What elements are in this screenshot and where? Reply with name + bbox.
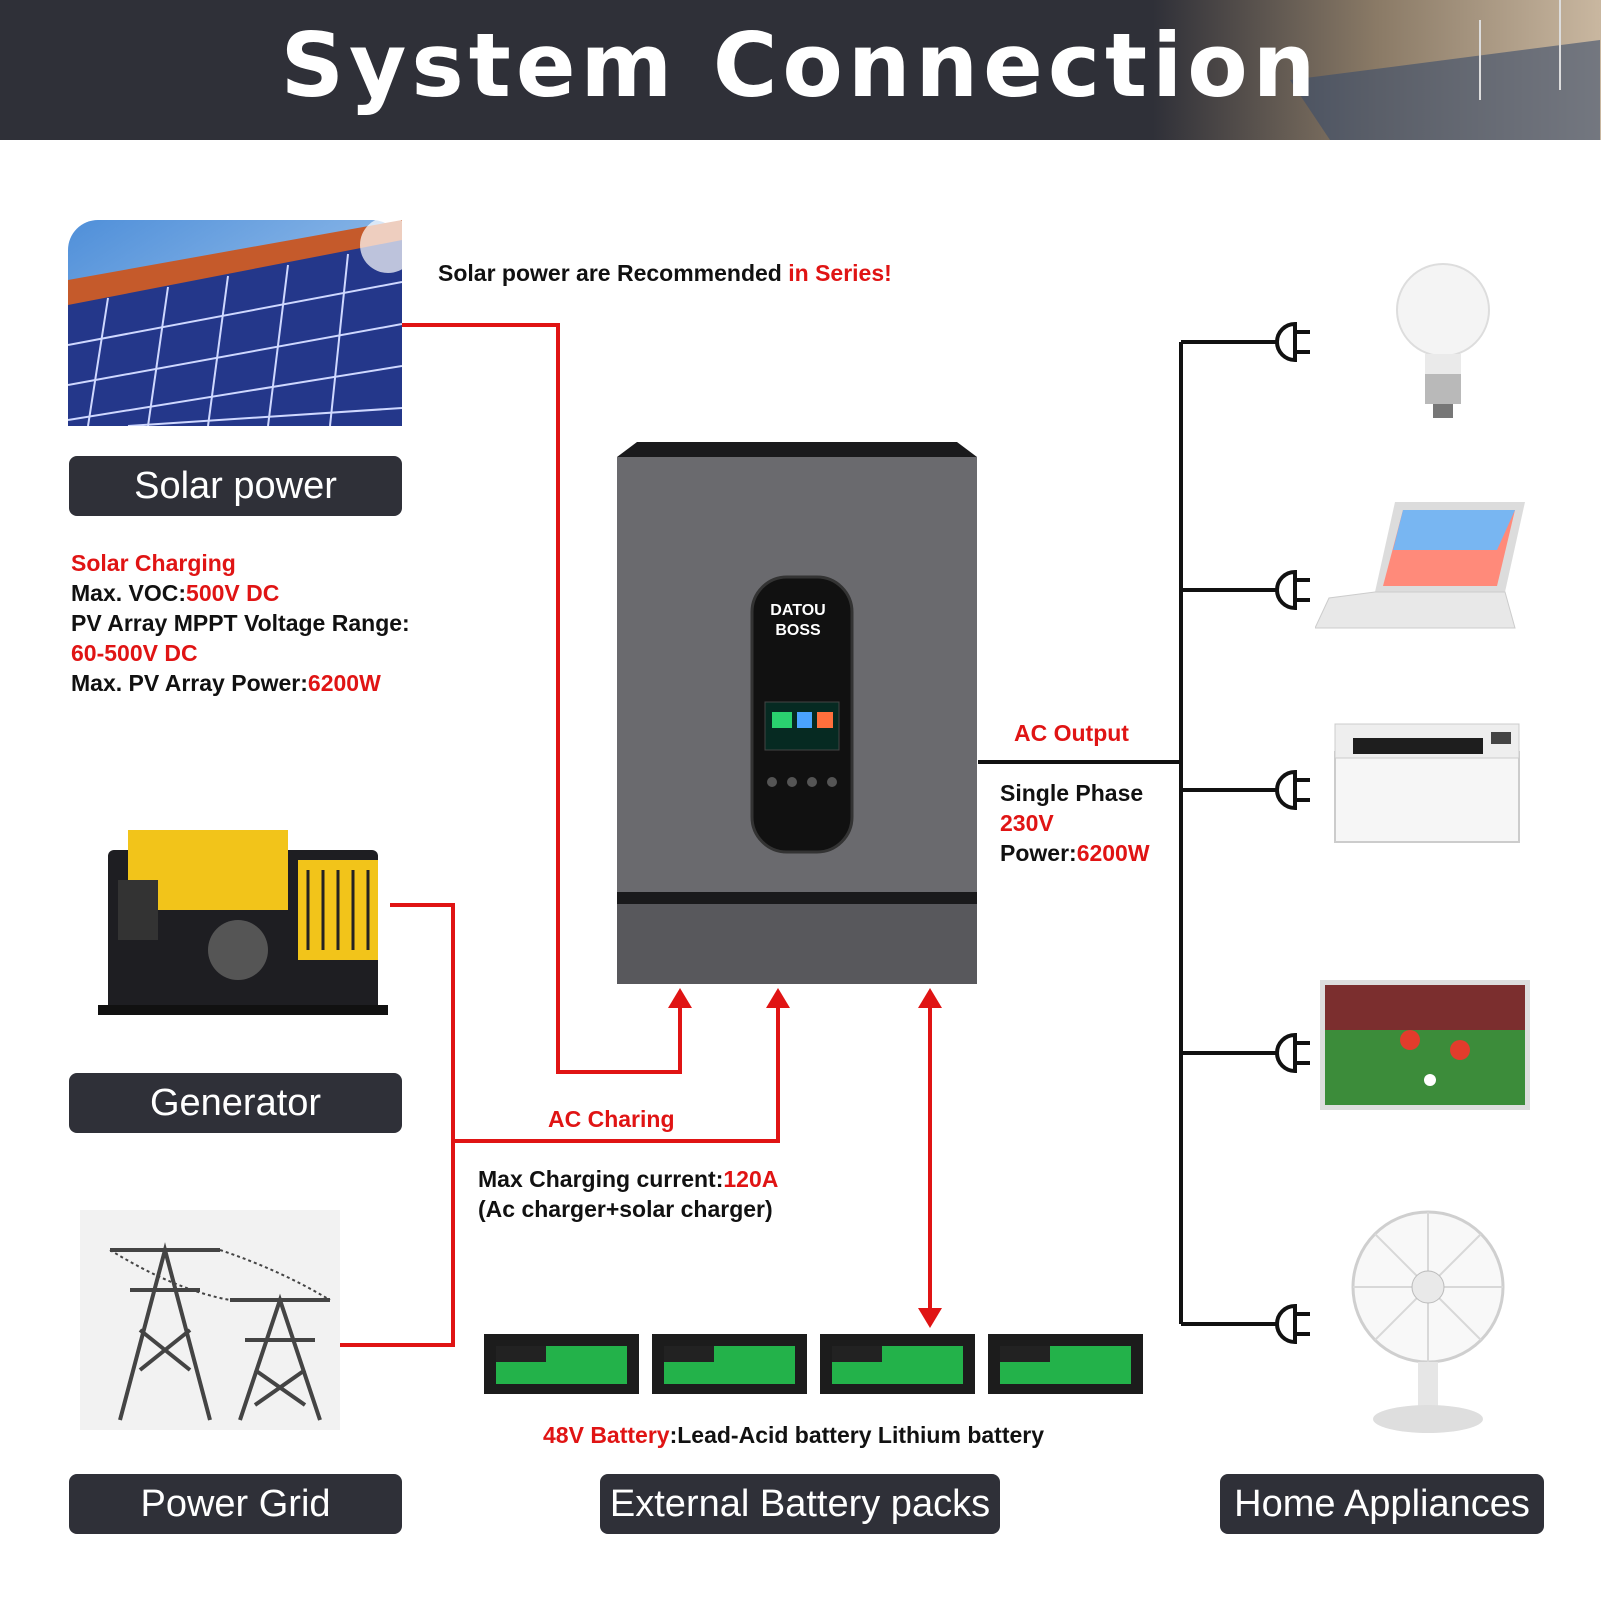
inverter-brand-line2: BOSS [775,622,821,639]
max-voc-line: Max. VOC:500V DC [71,578,279,608]
header-banner: System Connection [0,0,1601,140]
ac-charging-label: AC Charing [548,1106,675,1132]
charging-current-label: Max Charging current: [478,1166,724,1192]
header-solar-panel-icon [1290,0,1600,140]
solar-panel-icon [68,220,402,426]
solar-power-label: Solar power [69,456,402,516]
inverter-device [617,442,977,984]
pv-power-value: 6200W [307,670,381,696]
battery-packs-icon [484,1334,1143,1394]
max-voc-label: Max. VOC: [71,580,187,606]
home-appliances-label: Home Appliances [1220,1474,1544,1534]
battery-type-line: 48V Battery:Lead-Acid battery Lithium ba… [543,1420,1044,1450]
generator-label: Generator [69,1073,402,1133]
pv-power-label: Max. PV Array Power: [71,670,308,696]
charging-current-line: Max Charging current:120A [478,1164,778,1194]
page-title: System Connection [280,14,1321,117]
output-power-value: 6200W [1076,840,1150,866]
generator-icon [98,830,388,1015]
laptop-icon [1315,502,1525,629]
max-voc-value: 500V DC [186,580,280,606]
voltage-value: 230V [1000,810,1054,836]
charging-note: (Ac charger+solar charger) [478,1196,773,1222]
solar-charging-heading: Solar Charging [71,550,236,576]
television-icon [1320,980,1530,1110]
fan-icon [1351,1210,1505,1433]
printer-icon [1334,723,1520,843]
output-power-line: Power:6200W [1000,838,1150,868]
inverter-brand-line1: DATOU [770,602,826,619]
battery-types: :Lead-Acid battery Lithium battery [669,1422,1045,1448]
pv-power-line: Max. PV Array Power:6200W [71,668,381,698]
battery-packs-label: External Battery packs [600,1474,1000,1534]
battery-voltage: 48V Battery [543,1422,670,1448]
ac-output-label: AC Output [1014,720,1129,746]
series-highlight: in Series! [788,260,892,286]
charging-current-value: 120A [723,1166,779,1192]
series-text: Solar power are Recommended [438,260,789,286]
light-bulb-icon [1396,263,1490,418]
mppt-label: PV Array MPPT Voltage Range: [71,610,410,636]
output-power-label: Power: [1000,840,1077,866]
series-recommendation: Solar power are Recommended in Series! [438,258,892,288]
mppt-value: 60-500V DC [71,640,198,666]
power-grid-tower-icon [80,1210,340,1430]
single-phase-label: Single Phase [1000,780,1144,806]
power-grid-label: Power Grid [69,1474,402,1534]
